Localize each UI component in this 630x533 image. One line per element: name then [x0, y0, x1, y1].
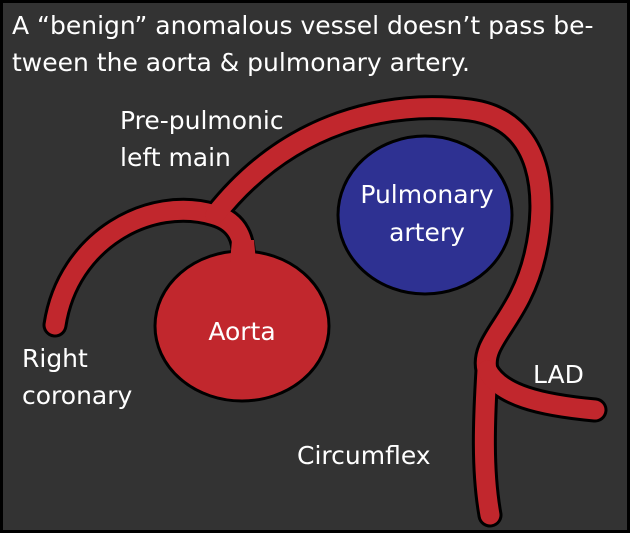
- pre-pulmonic-label-line-2: left main: [120, 143, 231, 172]
- title-line-1: A “benign” anomalous vessel doesn’t pass…: [12, 11, 594, 40]
- left-main-vessel: [205, 98, 551, 380]
- right-coronary-label-line-1: Right: [22, 344, 88, 373]
- pulmonary-artery-circle: [336, 134, 514, 296]
- right-coronary-label-line-2: coronary: [22, 381, 133, 410]
- vessel-fills: [45, 98, 605, 525]
- circumflex-vessel: [474, 360, 500, 525]
- aorta-junction: [230, 240, 256, 262]
- lad-vessel: [477, 360, 605, 420]
- pre-pulmonic-label-line-1: Pre-pulmonic: [120, 106, 284, 135]
- lad-label: LAD: [533, 360, 584, 389]
- circumflex-label: Circumflex: [297, 441, 431, 470]
- aorta-label: Aorta: [208, 317, 275, 346]
- pulmonary-label-line-1: Pulmonary: [360, 180, 494, 209]
- title-line-2: tween the aorta & pulmonary artery.: [12, 48, 470, 77]
- pulmonary-label-line-2: artery: [389, 218, 465, 247]
- right-coronary-vessel: [45, 200, 253, 335]
